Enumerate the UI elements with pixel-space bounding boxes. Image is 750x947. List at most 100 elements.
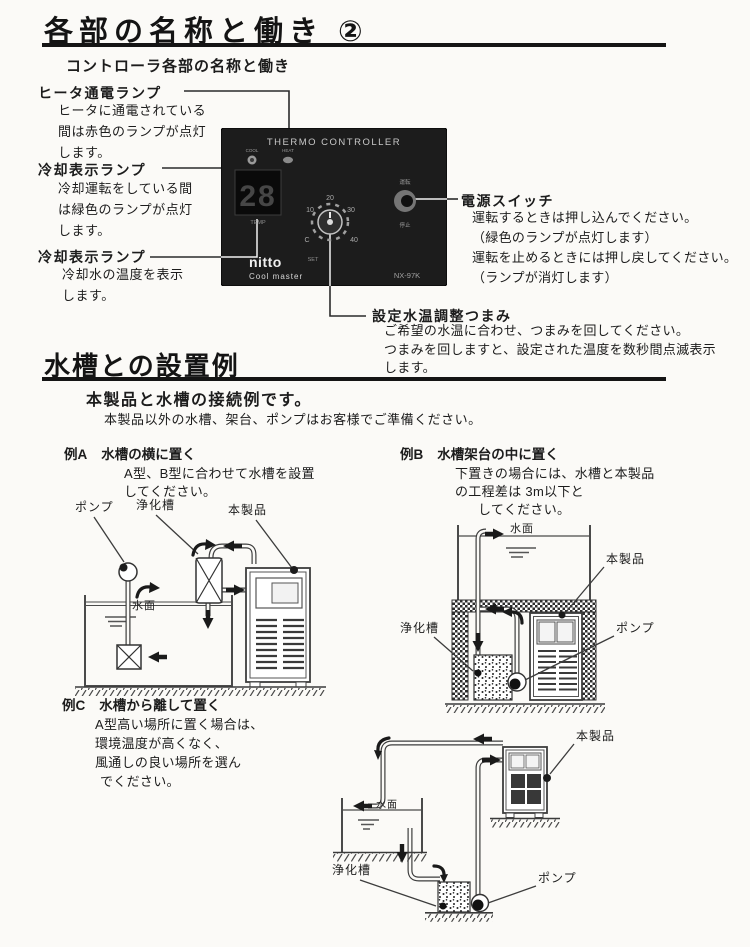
- example-a-tag: 例A: [64, 447, 88, 462]
- knob-center: [327, 219, 333, 225]
- filter-label: 浄化槽: [400, 621, 439, 635]
- leader-line: [487, 885, 537, 904]
- water-ripples-icon: [506, 547, 536, 558]
- desc-line: します。: [58, 223, 111, 238]
- leader-dot: [439, 902, 447, 910]
- flow-arrow-head: [149, 582, 160, 593]
- flow-arrow-icon: [510, 610, 524, 625]
- temp-knob-ring: [310, 202, 350, 242]
- filter-x: [195, 557, 223, 604]
- leader-line: [93, 516, 125, 563]
- grille: [538, 650, 577, 691]
- flow-arrow-icon: [202, 610, 214, 629]
- switch-bottom-label: 停止: [399, 221, 411, 229]
- desc-line: します。: [58, 145, 111, 160]
- product-label: 本製品: [228, 503, 267, 517]
- leader-dot: [290, 566, 298, 574]
- example-c-title: 水槽から離して置く: [99, 698, 221, 713]
- strainer-x: [116, 644, 142, 670]
- section2-underline: [42, 377, 666, 381]
- example-b-line: 下置きの場合には、水槽と本製品: [455, 466, 655, 481]
- example-c-line: A型高い場所に置く場合は、: [95, 717, 264, 732]
- callout-temp-knob-desc: ご希望の水温に合わせ、つまみを回してください。 つまみを回しますと、設定された温…: [384, 322, 716, 378]
- section2-title: 水槽との設置例: [44, 351, 240, 381]
- flow-arrow-head: [440, 874, 448, 883]
- flow-arrow-icon: [485, 603, 504, 615]
- flow-arrow-icon: [396, 844, 408, 863]
- temp-display-value: 28: [239, 180, 276, 213]
- page-subtitle: コントローラ各部の名称と働き: [66, 58, 291, 75]
- desc-line: ヒータに通電されている: [58, 103, 207, 118]
- leader-line: [329, 285, 366, 317]
- callout-heater-lamp-label: ヒータ通電ランプ: [38, 85, 162, 101]
- flow-arrow-icon: [226, 584, 245, 596]
- flow-arrow-head: [205, 539, 216, 550]
- leader-line: [433, 636, 474, 672]
- title-underline: [42, 43, 666, 47]
- example-c-heading: 例C 水槽から離して置く: [62, 694, 220, 714]
- leader-line: [524, 635, 615, 681]
- flow-arrow-icon: [223, 540, 242, 552]
- knob-tick-label: C: [304, 237, 309, 244]
- model-number: NX-97K: [394, 271, 420, 280]
- example-c-line: 風通しの良い場所を選ん: [95, 755, 242, 770]
- desc-line: は緑色のランプが点灯: [58, 202, 193, 217]
- flow-arrow-icon: [148, 651, 167, 663]
- water-surface-label: 水面: [510, 522, 534, 535]
- pump-dot: [119, 563, 128, 572]
- flow-arrow-icon: [473, 733, 492, 745]
- pump-label: ポンプ: [616, 621, 655, 635]
- pump-dot: [509, 678, 521, 690]
- example-c-line: でください。: [100, 774, 180, 789]
- desc-line: します。: [62, 288, 115, 303]
- switch-top-label: 運転: [399, 179, 411, 186]
- callout-cooling-lamp-desc: 冷却運転をしている間 は緑色のランプが点灯 します。: [58, 178, 193, 241]
- callout-temp-display-label: 冷却表示ランプ: [38, 249, 147, 265]
- filter-box-icon: [473, 654, 513, 701]
- example-b-line: の工程差は 3m以下と: [455, 484, 584, 499]
- example-b-tag: 例B: [400, 447, 424, 462]
- product-unit-icon: [245, 567, 311, 688]
- example-a-title: 水槽の横に置く: [101, 447, 196, 462]
- water-tank: [341, 798, 423, 852]
- desc-line: 冷却水の温度を表示: [62, 267, 184, 282]
- filter-label: 浄化槽: [332, 863, 371, 877]
- pump-dot: [472, 899, 484, 911]
- leader-line: [565, 566, 605, 613]
- ground-hatch: [75, 688, 326, 696]
- diagram-example-b: 水面 本製品 浄化槽 ポンプ: [400, 522, 655, 713]
- temp-display-caption: TEMP: [250, 220, 266, 226]
- product-unit-icon: [502, 746, 548, 818]
- product-label: 本製品: [576, 729, 615, 743]
- flow-arrow-icon: [135, 585, 152, 599]
- brand-sub: Cool master: [249, 272, 303, 281]
- knob-tick-label: 30: [347, 207, 355, 214]
- desc-line: 間は赤色のランプが点灯: [58, 124, 207, 139]
- tank-stand: [451, 599, 597, 701]
- flow-arrow-head: [502, 607, 512, 617]
- example-c-line: 環境温度が高くなく、: [95, 736, 229, 751]
- heat-lamp-label: HEAT: [282, 148, 294, 153]
- callout-cooling-lamp-label: 冷却表示ランプ: [38, 162, 147, 178]
- callout-power-switch-desc: 運転するときは押し込んでください。 （緑色のランプが点灯します） 運転を止めると…: [472, 208, 737, 288]
- example-b-title: 水槽架台の中に置く: [437, 447, 559, 462]
- leader-dot: [558, 611, 566, 619]
- callout-power-switch-label: 電源スイッチ: [461, 193, 554, 209]
- controller-panel: THERMO CONTROLLER COOL HEAT 28 TEMP C 10…: [221, 128, 447, 286]
- heat-lamp-icon: [283, 156, 293, 164]
- example-c-tag: 例C: [62, 698, 86, 713]
- example-a-line: してください。: [124, 484, 217, 499]
- desc-line: します。: [384, 360, 436, 375]
- water-tank: [84, 595, 233, 687]
- leader-dot: [474, 669, 482, 677]
- desc-line: つまみを回しますと、設定された温度を数秒間点滅表示: [384, 341, 716, 357]
- leader-line: [549, 743, 575, 775]
- desc-line: （緑色のランプが点灯します）: [472, 230, 658, 245]
- example-a-heading: 例A 水槽の横に置く: [64, 443, 196, 463]
- product-unit-icon: [529, 612, 583, 701]
- desc-line: 冷却運転をしている間: [58, 181, 193, 196]
- example-b-line: してください。: [478, 502, 571, 517]
- grille: [256, 618, 304, 670]
- knob-caption: SET: [308, 257, 319, 263]
